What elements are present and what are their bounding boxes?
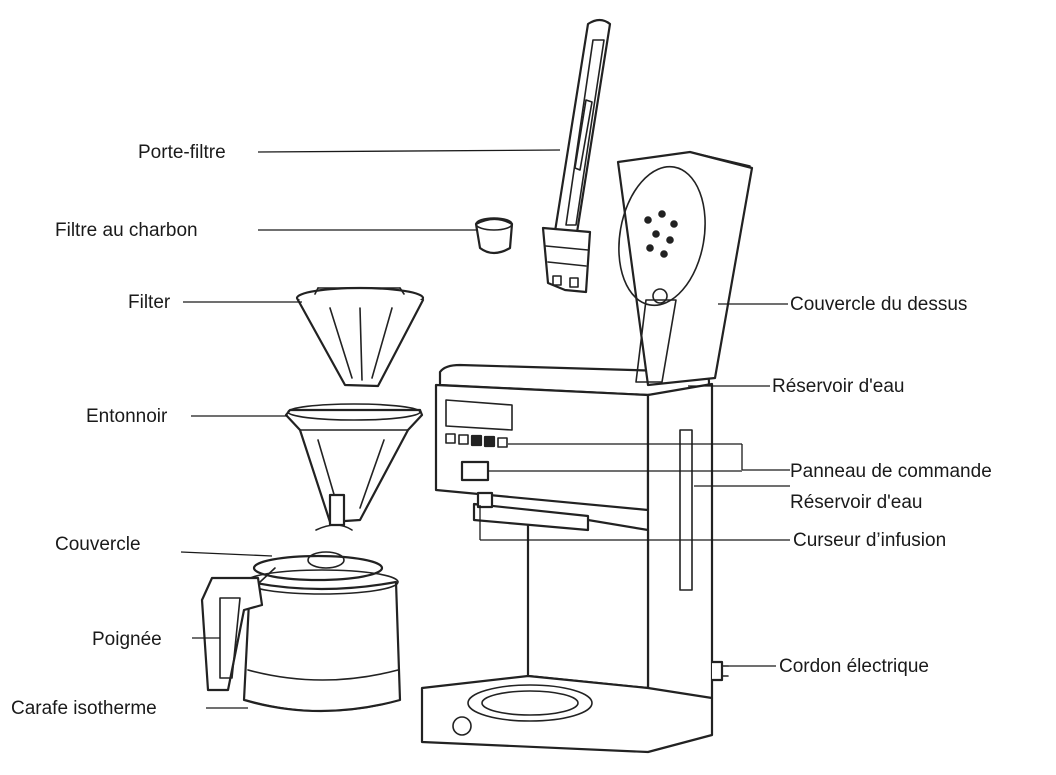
label-filter: Filter xyxy=(128,292,171,313)
charcoal-filter-part xyxy=(474,217,514,255)
label-water-tank-2: Réservoir d'eau xyxy=(790,492,922,513)
label-handle: Poignée xyxy=(92,629,162,650)
funnel-part xyxy=(284,403,424,531)
top-cover-part xyxy=(616,150,754,387)
label-top-cover: Couvercle du dessus xyxy=(790,294,967,315)
label-lid: Couvercle xyxy=(55,534,141,555)
filter-holder-part xyxy=(541,18,612,294)
leader-lines xyxy=(180,149,790,709)
label-funnel: Entonnoir xyxy=(86,406,168,427)
label-thermal-carafe: Carafe isotherme xyxy=(11,698,157,719)
label-brew-slider: Curseur d’infusion xyxy=(793,530,946,551)
carafe-part xyxy=(200,551,402,713)
machine-body xyxy=(420,363,729,754)
paper-filter-part xyxy=(295,286,425,388)
label-filter-holder: Porte-filtre xyxy=(138,142,226,163)
label-control-panel: Panneau de commande xyxy=(790,461,992,482)
label-water-tank: Réservoir d'eau xyxy=(772,376,904,397)
label-charcoal-filter: Filtre au charbon xyxy=(55,220,198,241)
label-power-cord: Cordon électrique xyxy=(779,656,929,677)
